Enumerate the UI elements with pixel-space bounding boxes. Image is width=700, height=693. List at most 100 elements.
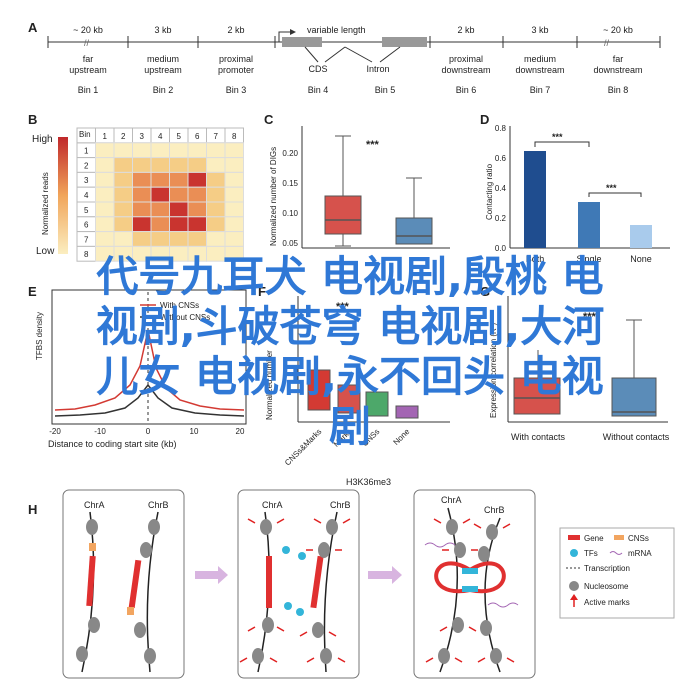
panel-h-legend: Gene CNSs TFs mRNA Transcription Nucleos…	[559, 527, 675, 619]
bin4-label: Bin 4	[308, 85, 329, 95]
svg-text:CNSs&Marks: CNSs&Marks	[283, 427, 323, 467]
heatmap-cell	[113, 142, 133, 159]
panel-f-xlabel: H3K36me3	[346, 477, 391, 487]
panel-a: A // // variable length ~ 20 kb 3 kb	[28, 20, 661, 95]
bin5-label: Bin 5	[375, 85, 396, 95]
svg-text:Without contacts: Without contacts	[603, 432, 670, 442]
heatmap-cell	[132, 142, 152, 159]
svg-text:0.2: 0.2	[495, 214, 507, 223]
svg-text:Both: Both	[526, 254, 545, 264]
heatmap-cell	[169, 231, 189, 247]
heatmap-cell	[169, 216, 189, 233]
heatmap-cell	[169, 171, 189, 188]
legend-transcription: Transcription	[584, 564, 630, 573]
bin6-distance: 2 kb	[457, 25, 474, 35]
legend-cns-swatch	[614, 535, 624, 540]
panel-e-ylabel: TFBS density	[35, 312, 44, 360]
heatmap-cell	[169, 186, 189, 203]
heatmap-cell	[187, 201, 207, 218]
colorbar-high: High	[32, 134, 53, 145]
heatmap-row-label: 1	[84, 147, 89, 156]
heatmap-cell	[113, 201, 133, 218]
bin1-region-line2: upstream	[69, 65, 107, 75]
state1-chra: ChrA	[84, 500, 105, 510]
heatmap-cell	[206, 142, 226, 159]
svg-text:-20: -20	[49, 427, 61, 436]
panel-f-box-2	[337, 384, 361, 414]
heatmap-cell	[132, 186, 152, 203]
svg-text:10: 10	[190, 427, 199, 436]
heatmap-cell	[132, 201, 152, 218]
panel-a-letter: A	[28, 20, 38, 35]
bin1-region-line1: far	[83, 54, 94, 64]
heatmap-cell	[224, 245, 244, 262]
bin6-region-line2: downstream	[441, 65, 490, 75]
heatmap-cell	[132, 231, 152, 247]
panel-e-line-with-cns	[54, 329, 245, 411]
cds-label: CDS	[308, 64, 327, 74]
heatmap-cell	[150, 216, 170, 233]
heatmap-cell	[224, 231, 244, 247]
panel-b: B High Low Normalized reads 112233445566…	[28, 112, 244, 262]
heatmap-cell	[187, 231, 207, 247]
variable-length-label: variable length	[307, 25, 366, 35]
panel-f-box-3	[365, 391, 389, 417]
heatmap-cell	[150, 231, 170, 247]
transition-arrow-1	[195, 566, 228, 584]
bin2-distance: 3 kb	[154, 25, 171, 35]
state3-active-marks	[425, 518, 515, 663]
panel-d-bar-both	[524, 151, 546, 248]
heatmap-cell	[95, 245, 115, 262]
panel-f-sig: ***	[336, 301, 350, 313]
heatmap-col-label: 1	[103, 132, 108, 141]
svg-text:-10: -10	[94, 427, 106, 436]
panel-g-box-2	[611, 377, 657, 417]
heatmap-col-label: 4	[158, 132, 163, 141]
heatmap-cell	[113, 157, 133, 173]
intron-label: Intron	[366, 64, 389, 74]
heatmap-cell	[95, 231, 115, 247]
heatmap-cell	[95, 142, 115, 159]
heatmap-cell	[113, 216, 133, 233]
heatmap-cell	[206, 171, 226, 188]
heatmap-corner-cell	[76, 127, 96, 144]
heatmap-cell	[224, 157, 244, 173]
heatmap-col-label: 3	[140, 132, 145, 141]
bin-region-labels: far upstream medium upstream proximal pr…	[69, 54, 642, 75]
heatmap-cell	[150, 186, 170, 203]
heatmap-row-label: 7	[84, 235, 89, 244]
panel-d-sig-2: ***	[606, 183, 617, 193]
state2-chra: ChrA	[262, 500, 283, 510]
legend-cns: CNSs	[628, 534, 649, 543]
bin-labels: Bin 1 Bin 2 Bin 3 Bin 4 Bin 5 Bin 6 Bin …	[78, 85, 629, 95]
heatmap-row-label: 4	[84, 191, 89, 200]
bin3-distance: 2 kb	[227, 25, 244, 35]
panel-d-bar-single	[578, 202, 600, 248]
heatmap-cell	[187, 157, 207, 173]
bin7-label: Bin 7	[530, 85, 551, 95]
panel-d-yticks: 0.8 0.6 0.4 0.2 0.0	[495, 124, 507, 253]
svg-text:Marks: Marks	[332, 427, 354, 449]
panel-f-box-1	[307, 369, 331, 411]
colorbar-ylabel: Normalized reads	[41, 172, 50, 235]
colorbar-low: Low	[36, 246, 55, 257]
svg-text:20: 20	[236, 427, 245, 436]
legend-without-cns: Without CNSs	[160, 313, 210, 322]
heatmap-row-label: 5	[84, 206, 89, 215]
legend-gene: Gene	[584, 534, 604, 543]
heatmap-col-label: 5	[177, 132, 182, 141]
bin1-label: Bin 1	[78, 85, 99, 95]
heatmap-cell	[150, 142, 170, 159]
panel-h-state-3	[413, 489, 536, 679]
heatmap-cell	[150, 201, 170, 218]
heatmap-cell	[95, 186, 115, 203]
panel-f-box-4	[395, 405, 419, 419]
bin6-region-line1: proximal	[449, 54, 483, 64]
state2-chrb: ChrB	[330, 500, 351, 510]
panel-g: G Expression correlation (R²) *** With c…	[480, 284, 670, 442]
panel-a-ticks: // //	[47, 36, 661, 48]
bin3-region-line2: promoter	[218, 65, 254, 75]
svg-text:0.05: 0.05	[282, 239, 298, 248]
